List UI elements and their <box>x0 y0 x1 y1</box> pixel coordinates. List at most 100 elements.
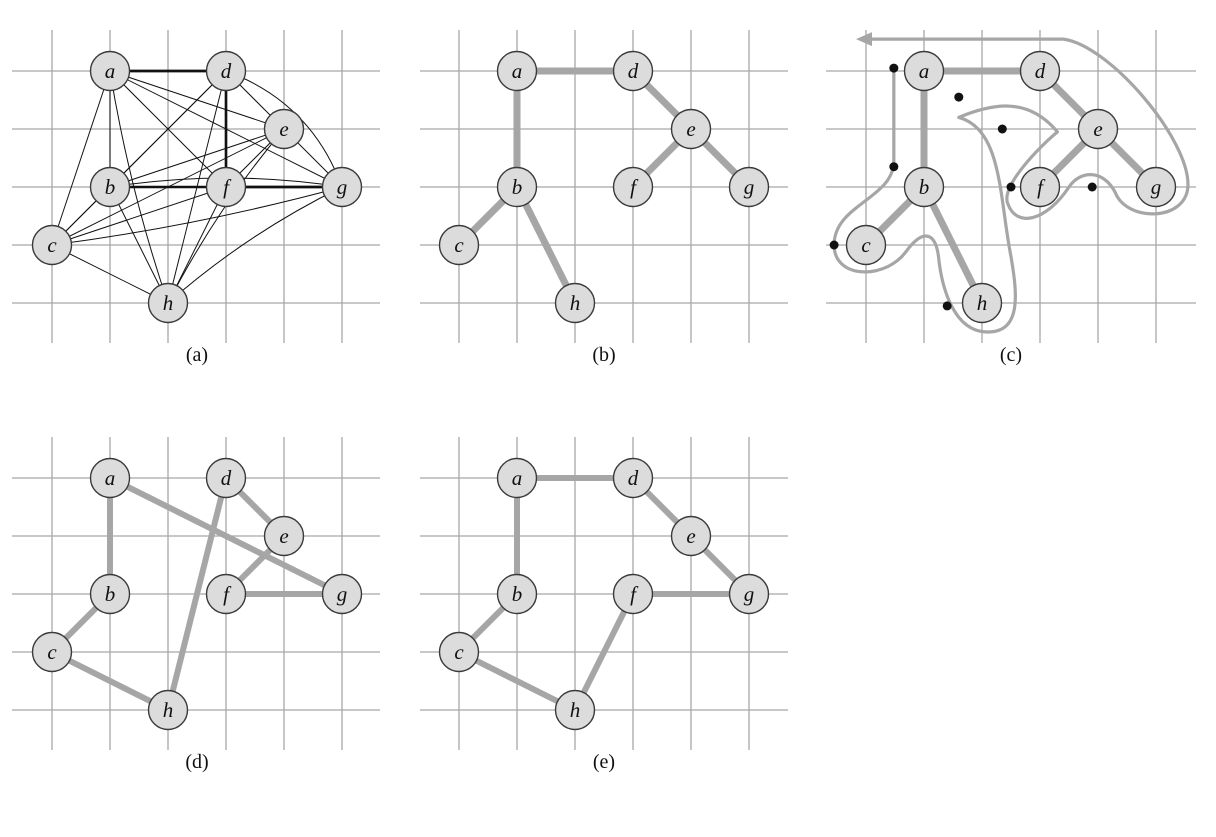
vertex-b: b <box>89 573 131 615</box>
walk-marker-dot <box>889 162 899 172</box>
vertex-circle <box>612 573 654 615</box>
vertex-circle <box>961 282 1003 324</box>
vertex-circle <box>89 573 131 615</box>
edge-c-g <box>51 186 343 246</box>
vertex-g: g <box>1135 166 1177 208</box>
vertex-circle <box>89 166 131 208</box>
vertex-circle <box>321 573 363 615</box>
vertex-f: f <box>612 166 654 208</box>
edge-h-c <box>457 649 577 713</box>
vertex-label: f <box>630 582 639 606</box>
vertex-circle <box>612 457 654 499</box>
vertex-circle <box>728 166 770 208</box>
vertex-circle <box>205 573 247 615</box>
vertex-h: h <box>147 689 189 731</box>
vertex-circle <box>496 457 538 499</box>
vertex-circle <box>205 457 247 499</box>
vertex-b: b <box>903 166 945 208</box>
vertex-label: g <box>744 175 755 199</box>
vertex-e: e <box>670 108 712 150</box>
vertex-circle <box>1019 166 1061 208</box>
vertex-label: a <box>512 466 523 490</box>
vertex-g: g <box>321 166 363 208</box>
edge-b-h <box>513 185 579 305</box>
vertex-d: d <box>205 457 247 499</box>
edge-g-a <box>108 475 344 597</box>
edge-f-h <box>167 186 227 304</box>
vertex-c: c <box>31 631 73 673</box>
vertex-h: h <box>147 282 189 324</box>
vertex-d: d <box>612 50 654 92</box>
edge-g-h <box>167 186 343 304</box>
vertex-label: d <box>1035 59 1046 83</box>
vertex-label: e <box>686 524 695 548</box>
panel-caption: (d) <box>185 751 208 773</box>
edge-c-h <box>50 649 170 713</box>
walk-marker-dot <box>954 92 964 102</box>
vertex-label: d <box>221 59 232 83</box>
vertex-h: h <box>554 282 596 324</box>
vertex-circle <box>89 457 131 499</box>
vertex-label: c <box>47 640 57 664</box>
vertex-e: e <box>263 108 305 150</box>
panel-caption: (e) <box>593 751 615 773</box>
edge-c-f <box>51 186 227 246</box>
edge-b-h <box>109 186 169 304</box>
walk-marker-dot <box>829 240 839 250</box>
vertex-h: h <box>554 689 596 731</box>
vertex-label: b <box>105 582 116 606</box>
vertex-circle <box>1077 108 1119 150</box>
vertex-circle <box>205 166 247 208</box>
vertex-circle <box>263 108 305 150</box>
walk-marker-dot <box>997 124 1007 134</box>
vertex-label: a <box>919 59 930 83</box>
vertex-label: h <box>570 291 581 315</box>
vertex-a: a <box>496 457 538 499</box>
vertex-circle <box>438 224 480 266</box>
vertex-f: f <box>1019 166 1061 208</box>
vertex-circle <box>554 282 596 324</box>
vertex-circle <box>554 689 596 731</box>
vertex-g: g <box>728 166 770 208</box>
walk-marker-dot <box>889 63 899 73</box>
vertex-label: b <box>512 582 523 606</box>
vertex-circle <box>31 631 73 673</box>
vertex-circle <box>147 689 189 731</box>
vertex-label: g <box>1151 175 1162 199</box>
vertex-b: b <box>496 166 538 208</box>
vertex-label: c <box>454 233 464 257</box>
vertex-e: e <box>1077 108 1119 150</box>
vertex-label: d <box>221 466 232 490</box>
vertex-label: d <box>628 466 639 490</box>
walk-marker-dot <box>942 301 952 311</box>
vertex-b: b <box>496 573 538 615</box>
vertex-h: h <box>961 282 1003 324</box>
panel-caption: (b) <box>592 344 615 366</box>
vertex-circle <box>670 108 712 150</box>
vertex-circle <box>670 515 712 557</box>
vertex-label: e <box>1093 117 1102 141</box>
edge-b-e <box>109 128 285 188</box>
vertex-label: g <box>337 175 348 199</box>
vertex-circle <box>89 50 131 92</box>
vertex-label: h <box>977 291 988 315</box>
walk-path <box>832 37 1190 334</box>
vertex-circle <box>612 50 654 92</box>
vertex-circle <box>263 515 305 557</box>
vertex-label: f <box>630 175 639 199</box>
vertex-circle <box>321 166 363 208</box>
vertex-circle <box>496 50 538 92</box>
vertex-d: d <box>1019 50 1061 92</box>
vertex-f: f <box>612 573 654 615</box>
edge-c-d <box>51 70 227 246</box>
edge-a-c <box>51 70 111 246</box>
panel-caption: (c) <box>1000 344 1022 366</box>
vertex-label: a <box>512 59 523 83</box>
vertex-circle <box>728 573 770 615</box>
vertex-circle <box>845 224 887 266</box>
vertex-label: e <box>279 524 288 548</box>
walk-marker-dot <box>1006 182 1016 192</box>
